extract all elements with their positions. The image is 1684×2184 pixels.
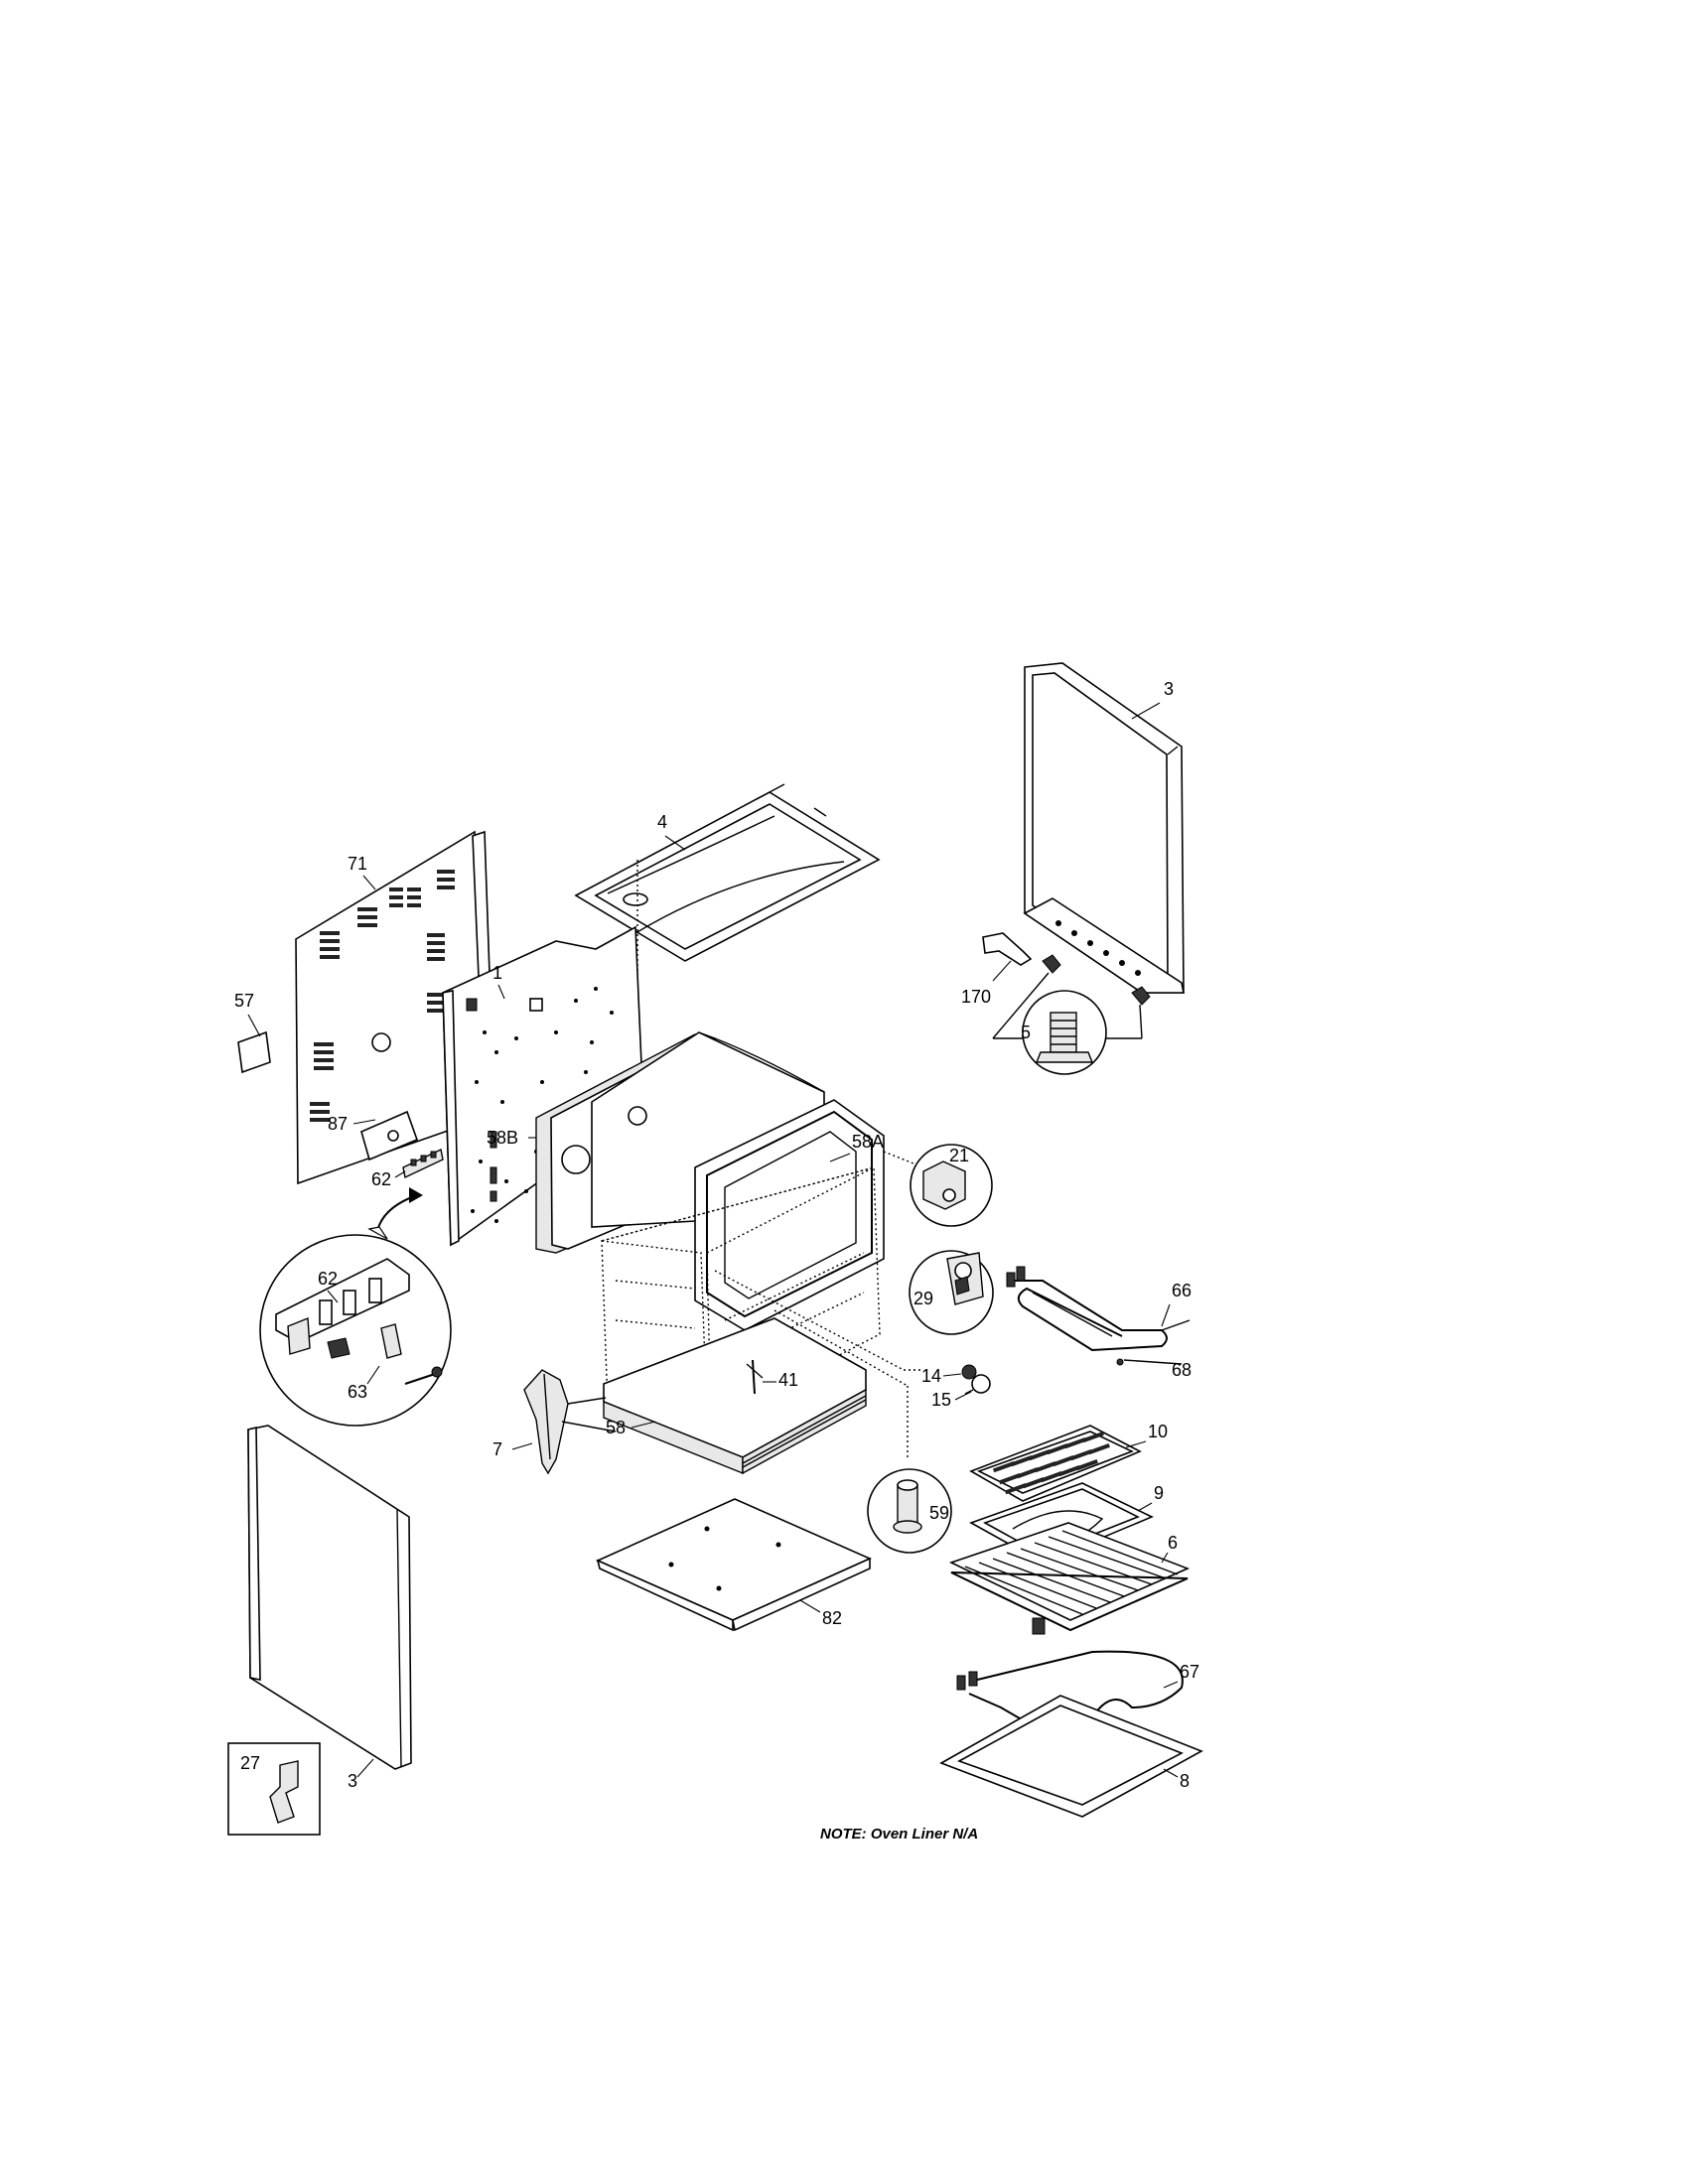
label-66: 66 xyxy=(1172,1281,1192,1300)
part-5-leveling-leg-callout xyxy=(992,972,1143,1075)
label-59: 59 xyxy=(929,1503,949,1523)
label-63: 63 xyxy=(348,1382,367,1402)
part-3-side-panel-left xyxy=(247,1425,412,1770)
part-3-side-panel-right xyxy=(1023,662,1185,994)
part-62-63-callout xyxy=(259,1187,452,1427)
label-7: 7 xyxy=(492,1439,502,1459)
label-15: 15 xyxy=(931,1390,951,1410)
part-10-broiler-grid xyxy=(969,1425,1142,1502)
part-41-clip xyxy=(746,1359,764,1395)
label-62-b: 62 xyxy=(318,1269,338,1289)
label-10: 10 xyxy=(1148,1422,1168,1441)
part-170-bracket xyxy=(982,932,1151,1006)
part-8-oven-bottom xyxy=(939,1695,1203,1818)
label-6: 6 xyxy=(1168,1533,1178,1553)
part-27-box xyxy=(227,1742,321,1836)
part-6-oven-rack xyxy=(948,1522,1191,1635)
label-58A: 58A xyxy=(852,1132,884,1152)
label-8: 8 xyxy=(1180,1771,1190,1791)
label-87: 87 xyxy=(328,1114,348,1134)
label-68: 68 xyxy=(1172,1360,1192,1380)
part-14-lamp-socket xyxy=(961,1364,977,1380)
part-58A-insulation-blanket xyxy=(535,1031,825,1254)
part-15-lamp-bulb xyxy=(964,1374,991,1395)
label-62-a: 62 xyxy=(371,1169,391,1189)
label-41: 41 xyxy=(778,1370,798,1390)
label-29: 29 xyxy=(913,1289,933,1308)
part-21-callout xyxy=(910,1144,993,1227)
part-58-bottom-insulation xyxy=(603,1317,867,1475)
part-1-back-frame xyxy=(442,925,644,1247)
note-oven-liner: NOTE: Oven Liner N/A xyxy=(820,1826,978,1843)
part-62-terminal-block xyxy=(402,1148,444,1179)
label-170: 170 xyxy=(961,987,991,1007)
label-67: 67 xyxy=(1180,1662,1199,1682)
label-58B: 58B xyxy=(487,1128,518,1148)
label-58: 58 xyxy=(606,1418,626,1437)
label-21: 21 xyxy=(949,1146,969,1165)
label-71: 71 xyxy=(348,854,367,874)
label-3-top: 3 xyxy=(1164,679,1174,699)
label-1: 1 xyxy=(492,963,502,983)
label-82: 82 xyxy=(822,1608,842,1628)
label-57: 57 xyxy=(234,991,254,1011)
label-27: 27 xyxy=(240,1753,260,1773)
part-82-bottom-panel xyxy=(596,1498,872,1632)
part-4-top-panel xyxy=(574,783,881,962)
label-9: 9 xyxy=(1154,1483,1164,1503)
part-29-callout xyxy=(909,1250,994,1335)
label-4: 4 xyxy=(657,812,667,832)
part-7-door-hinge xyxy=(523,1369,617,1475)
part-58A-front-frame xyxy=(694,1099,885,1331)
part-57-plate xyxy=(237,1030,271,1074)
part-66-broil-element xyxy=(1006,1266,1191,1366)
label-5: 5 xyxy=(1021,1023,1031,1042)
part-59-callout xyxy=(867,1468,952,1554)
label-3-bottom: 3 xyxy=(348,1771,357,1791)
label-14: 14 xyxy=(921,1366,941,1386)
